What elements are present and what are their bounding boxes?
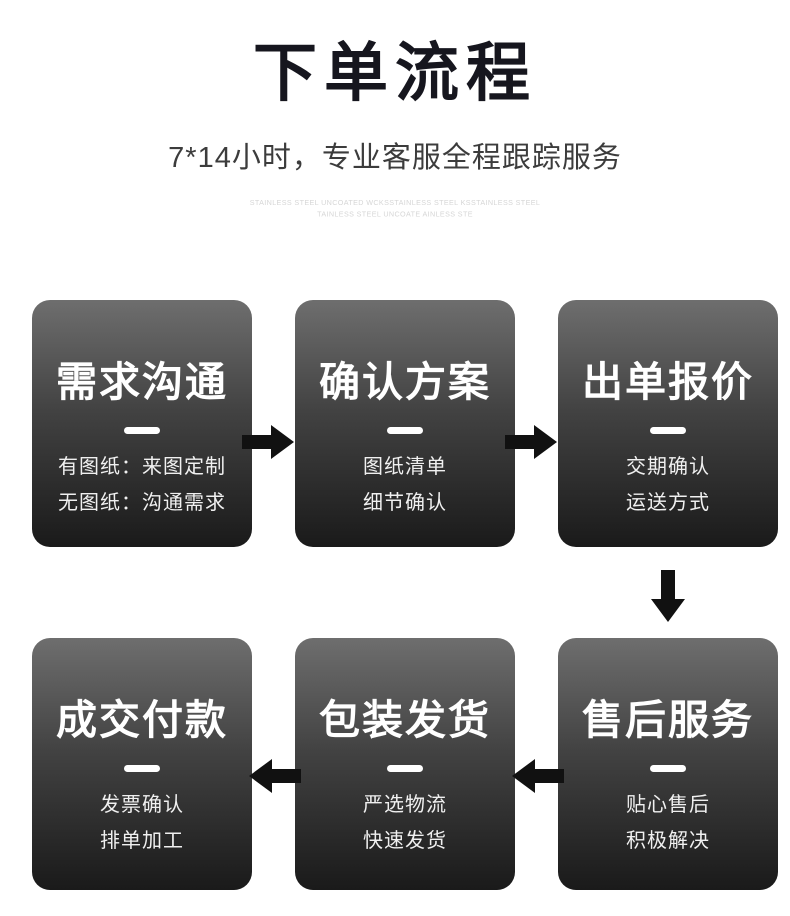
step-detail: 排单加工 (100, 830, 184, 852)
step-detail: 严选物流 (363, 794, 447, 816)
step-card-confirm-plan: 确认方案 图纸清单 细节确认 (295, 300, 515, 547)
arrow-left-icon (512, 757, 564, 795)
step-detail: 有图纸：来图定制 (58, 456, 226, 478)
page-subtitle: 7*14小时，专业客服全程跟踪服务 (168, 142, 622, 174)
arrow-right-icon (242, 423, 294, 461)
dash-divider (650, 427, 686, 434)
dash-divider (387, 765, 423, 772)
step-detail: 图纸清单 (363, 456, 447, 478)
step-title: 包装发货 (319, 697, 491, 743)
step-title: 成交付款 (56, 697, 228, 743)
arrow-left-icon (249, 757, 301, 795)
watermark-line-2: TAINLESS STEEL UNCOATE AINLESS STE (317, 210, 473, 219)
watermark-line-1: STAINLESS STEEL UNCOATED WCKSSTAINLESS S… (249, 199, 541, 208)
dash-divider (387, 427, 423, 434)
step-detail: 发票确认 (100, 794, 184, 816)
step-detail: 快速发货 (363, 830, 447, 852)
step-card-requirements: 需求沟通 有图纸：来图定制 无图纸：沟通需求 (32, 300, 252, 547)
step-detail: 贴心售后 (626, 794, 710, 816)
step-card-quotation: 出单报价 交期确认 运送方式 (558, 300, 778, 547)
page-title: 下单流程 (253, 37, 537, 109)
step-title: 出单报价 (582, 359, 754, 405)
step-card-payment: 成交付款 发票确认 排单加工 (32, 638, 252, 890)
step-card-aftersales: 售后服务 贴心售后 积极解决 (558, 638, 778, 890)
arrow-down-icon (649, 570, 687, 622)
step-detail: 积极解决 (626, 830, 710, 852)
step-title: 确认方案 (319, 359, 491, 405)
step-detail: 交期确认 (626, 456, 710, 478)
watermark-text: STAINLESS STEEL UNCOATED WCKSSTAINLESS S… (111, 198, 680, 221)
step-detail: 无图纸：沟通需求 (58, 492, 226, 514)
dash-divider (124, 765, 160, 772)
step-detail: 细节确认 (363, 492, 447, 514)
arrow-right-icon (505, 423, 557, 461)
step-detail: 运送方式 (626, 492, 710, 514)
dash-divider (650, 765, 686, 772)
dash-divider (124, 427, 160, 434)
step-card-shipping: 包装发货 严选物流 快速发货 (295, 638, 515, 890)
step-title: 需求沟通 (56, 359, 228, 405)
step-title: 售后服务 (582, 697, 754, 743)
